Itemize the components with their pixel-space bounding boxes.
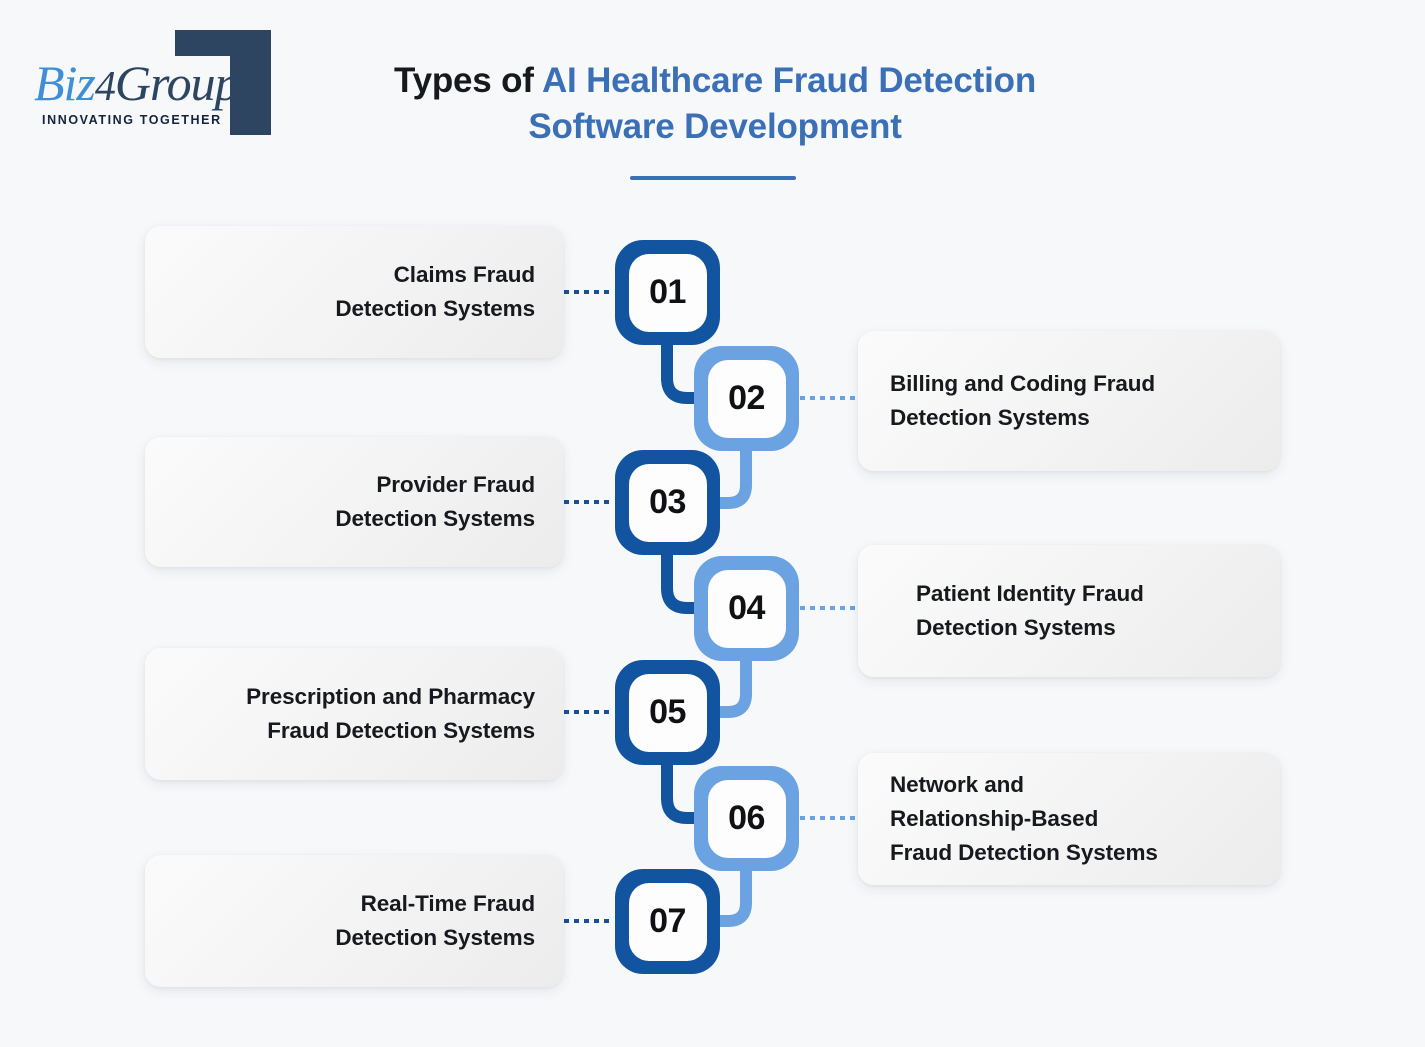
step-badge-inner-06: 06 xyxy=(707,779,786,858)
step-card-label-04: Patient Identity Fraud Detection Systems xyxy=(916,581,1144,640)
step-card-05[interactable]: Prescription and Pharmacy Fraud Detectio… xyxy=(145,648,563,780)
step-card-07[interactable]: Real-Time Fraud Detection Systems xyxy=(145,855,563,987)
step-card-label-02: Billing and Coding Fraud Detection Syste… xyxy=(890,371,1156,430)
step-card-label-07: Real-Time Fraud Detection Systems xyxy=(335,891,535,950)
logo-word-four: 4 xyxy=(94,64,116,110)
step-card-01[interactable]: Claims Fraud Detection Systems xyxy=(145,226,563,358)
step-badge-03[interactable]: 03 xyxy=(615,450,720,555)
brand-logo: Biz4Group INNOVATING TOGETHER xyxy=(34,30,271,135)
step-number-07: 07 xyxy=(649,902,686,940)
page-title-accent-2: Software Development xyxy=(528,107,902,146)
connector-02-to-03 xyxy=(713,446,752,509)
step-number-02: 02 xyxy=(728,379,765,417)
connector-06-to-07 xyxy=(713,865,752,927)
step-card-04[interactable]: Patient Identity Fraud Detection Systems xyxy=(858,545,1280,677)
step-badge-inner-01: 01 xyxy=(628,253,707,332)
page-title-accent-1: AI Healthcare Fraud Detection xyxy=(541,61,1036,100)
step-badge-inner-07: 07 xyxy=(628,882,707,961)
step-card-02[interactable]: Billing and Coding Fraud Detection Syste… xyxy=(858,331,1280,471)
step-card-label-01: Claims Fraud Detection Systems xyxy=(335,262,535,321)
logo-wordmark: Biz4Group xyxy=(34,54,240,112)
step-number-03: 03 xyxy=(649,483,686,521)
step-card-label-05: Prescription and Pharmacy Fraud Detectio… xyxy=(246,684,535,743)
step-card-06[interactable]: Network and Relationship-Based Fraud Det… xyxy=(858,753,1280,885)
step-card-label-03: Provider Fraud Detection Systems xyxy=(335,472,535,531)
page-title: Types of AI Healthcare Fraud Detection S… xyxy=(330,58,1100,150)
step-card-03[interactable]: Provider Fraud Detection Systems xyxy=(145,437,563,567)
step-number-05: 05 xyxy=(649,693,686,731)
step-card-label-06: Network and Relationship-Based Fraud Det… xyxy=(890,772,1158,865)
step-number-04: 04 xyxy=(728,589,765,627)
step-badge-04[interactable]: 04 xyxy=(694,556,799,661)
step-badge-07[interactable]: 07 xyxy=(615,869,720,974)
step-badge-inner-05: 05 xyxy=(628,673,707,752)
step-number-06: 06 xyxy=(728,799,765,837)
logo-bracket-notch-icon xyxy=(175,56,230,135)
step-number-01: 01 xyxy=(649,273,686,311)
connector-04-to-05 xyxy=(713,656,752,718)
step-badge-01[interactable]: 01 xyxy=(615,240,720,345)
step-badge-inner-02: 02 xyxy=(707,359,786,438)
step-badge-inner-03: 03 xyxy=(628,463,707,542)
step-badge-inner-04: 04 xyxy=(707,569,786,648)
logo-word-biz: Biz xyxy=(34,55,96,111)
title-underline-divider xyxy=(630,176,796,180)
step-badge-02[interactable]: 02 xyxy=(694,346,799,451)
page-title-prefix: Types of xyxy=(394,61,542,100)
page-title-line-2: Software Development xyxy=(330,104,1100,150)
step-badge-05[interactable]: 05 xyxy=(615,660,720,765)
logo-word-group: Group xyxy=(114,55,240,111)
page-title-line-1: Types of AI Healthcare Fraud Detection xyxy=(330,58,1100,104)
logo-tagline: INNOVATING TOGETHER xyxy=(42,113,222,127)
step-badge-06[interactable]: 06 xyxy=(694,766,799,871)
